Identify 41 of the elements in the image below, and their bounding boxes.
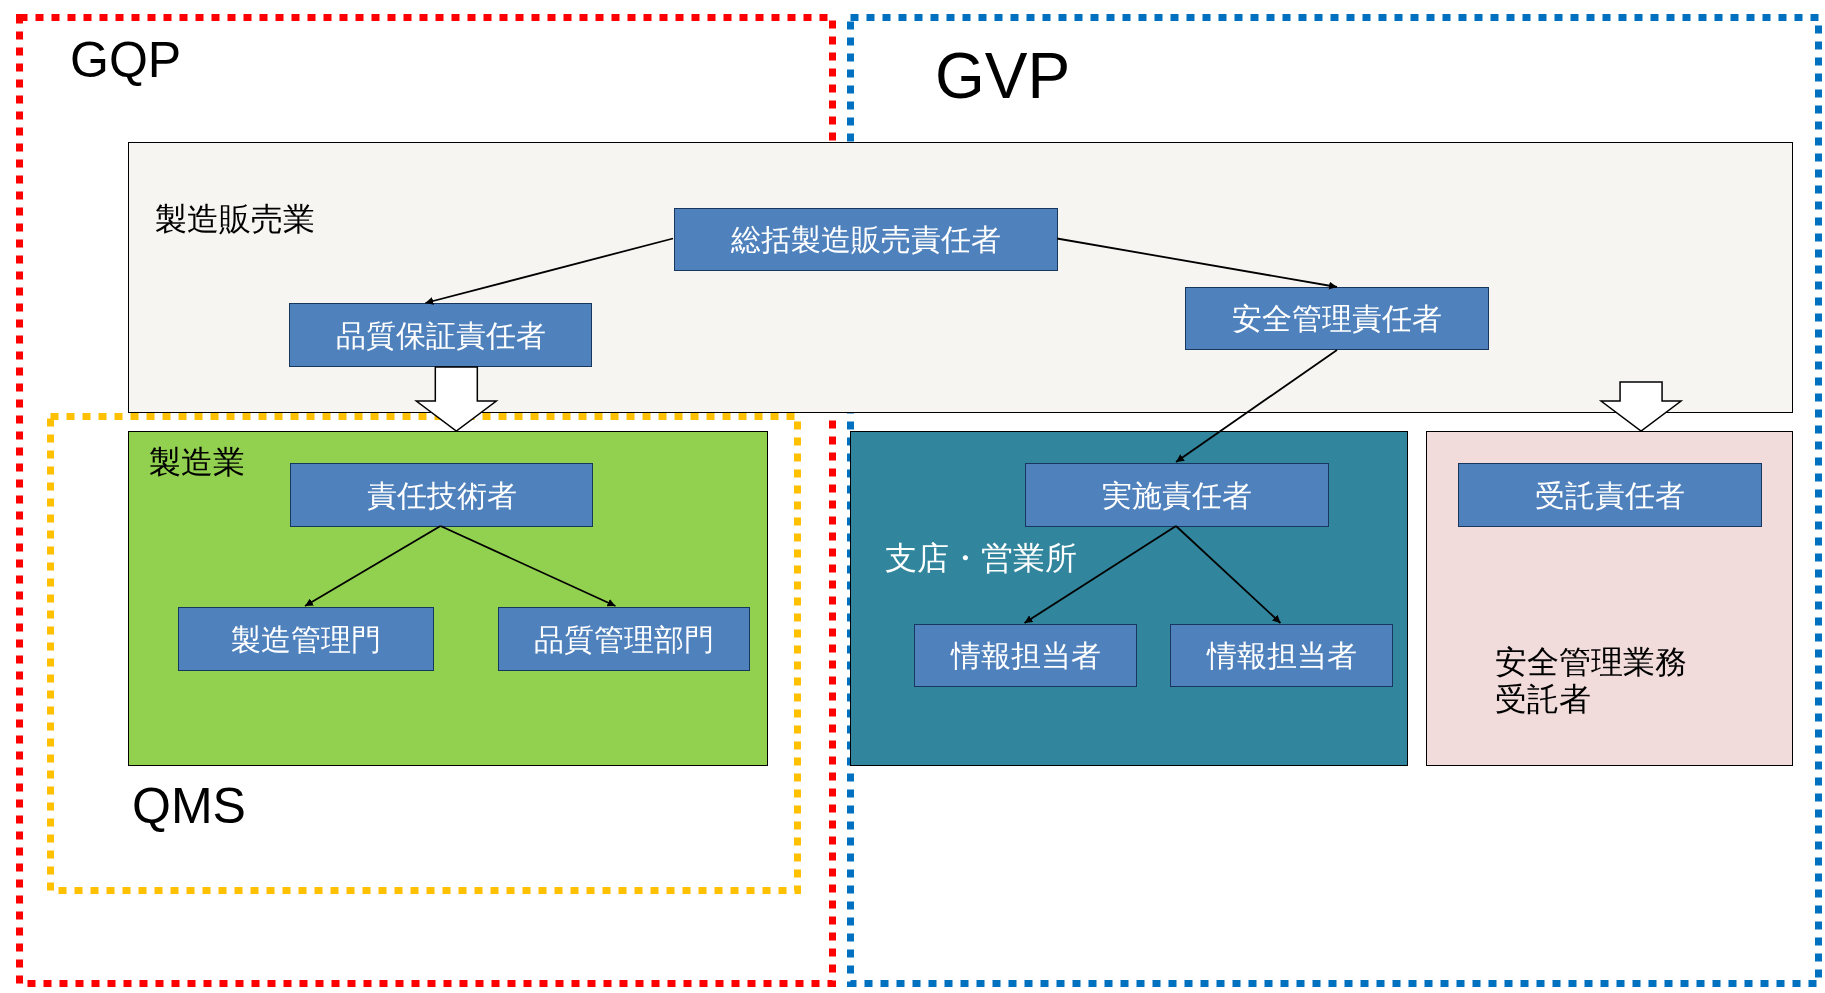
arrow <box>439 525 617 607</box>
arrow <box>424 237 674 305</box>
position-box <box>1170 624 1393 687</box>
dotted-region <box>47 413 801 894</box>
position-title: 情報担当者 <box>950 639 1101 672</box>
arrow <box>1023 525 1177 624</box>
position-title: 実施責任者 <box>1102 478 1252 512</box>
position-title: 情報担当者 <box>1206 639 1357 672</box>
position-box <box>498 607 750 671</box>
position-box <box>1458 463 1762 527</box>
position-title: 品質保証責任者 <box>335 318 546 352</box>
position-box <box>178 607 434 671</box>
position-title: 製造管理門 <box>231 622 381 656</box>
department-label: 製造業 <box>149 444 245 481</box>
position-box <box>1025 463 1329 527</box>
department-label: 製造販売業 <box>155 201 315 238</box>
department-panel <box>1426 431 1793 766</box>
block-arrow <box>1598 381 1684 432</box>
region-label: GVP <box>935 40 1071 114</box>
region-label: GQP <box>70 32 182 90</box>
position-title: 受託責任者 <box>1535 478 1685 512</box>
position-box <box>914 624 1137 687</box>
block-arrow <box>414 366 499 432</box>
department-panel <box>128 431 768 766</box>
department-label: 安全管理業務受託者 <box>1495 644 1687 718</box>
position-title: 総括製造販売責任者 <box>731 223 1001 256</box>
arrow <box>1175 349 1338 463</box>
arrow <box>304 525 442 607</box>
position-title: 安全管理責任者 <box>1232 302 1442 335</box>
position-box <box>289 303 592 367</box>
position-box <box>1185 287 1489 350</box>
department-panel <box>128 142 1793 413</box>
position-title: 責任技術者 <box>366 478 517 512</box>
arrow <box>1056 237 1338 290</box>
department-panel <box>850 431 1408 766</box>
department-label: 支店・営業所 <box>885 540 1077 577</box>
position-box <box>290 463 593 527</box>
arrow <box>1175 525 1282 624</box>
position-title: 品質管理部門 <box>534 622 714 656</box>
region-label: QMS <box>132 778 246 836</box>
position-box <box>674 208 1058 271</box>
